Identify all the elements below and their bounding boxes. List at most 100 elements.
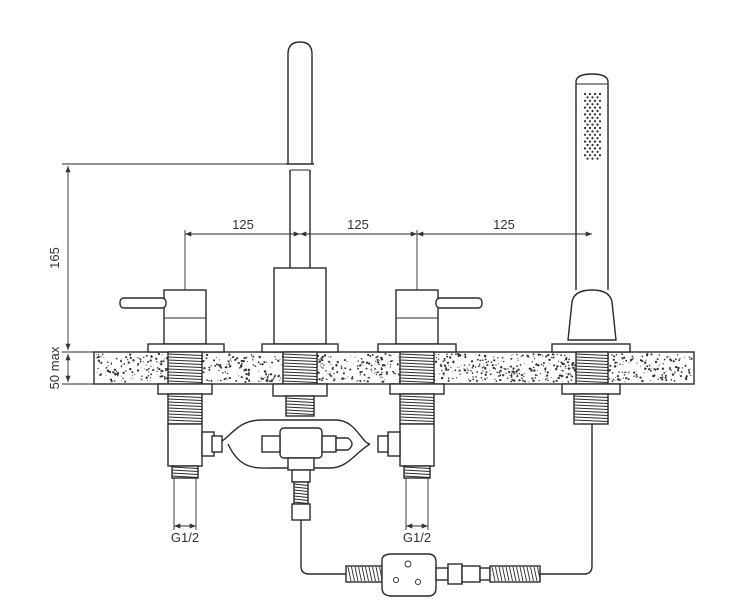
deck-speckle: [161, 354, 163, 356]
deck-speckle: [661, 378, 664, 381]
deck-speckle: [463, 355, 465, 357]
deck-speckle: [158, 368, 161, 371]
deck-speckle: [247, 372, 250, 374]
deck-speckle: [368, 376, 370, 379]
deck-speckle: [129, 356, 132, 360]
thread-line: [399, 365, 435, 368]
deck-speckle: [218, 359, 221, 361]
nozzle-dot: [583, 99, 587, 102]
thread-line: [575, 356, 609, 359]
deck-speckle: [215, 363, 218, 366]
thread-line: [282, 353, 318, 356]
deck-speckle: [482, 363, 484, 365]
nozzle-dot: [583, 147, 587, 150]
deck-speckle: [231, 360, 232, 362]
nozzle-dot: [596, 96, 599, 99]
deck-speckle: [130, 378, 132, 379]
nozzle-dot: [583, 154, 587, 157]
deck-speckle: [624, 381, 626, 383]
deck-speckle: [237, 361, 240, 365]
nozzle-dot: [596, 116, 599, 119]
deck-speckle: [515, 372, 517, 374]
deck-speckle: [361, 364, 363, 366]
deck-speckle: [150, 356, 153, 358]
deck-speckle: [129, 367, 132, 371]
deck-speckle: [147, 360, 149, 363]
shower-hose: [300, 424, 593, 597]
dimension-deck-thickness: 50 max: [47, 346, 62, 389]
nozzle-dot: [588, 113, 592, 116]
deck-speckle: [496, 371, 499, 373]
deck-speckle: [512, 369, 514, 371]
deck-speckle: [252, 364, 255, 366]
deck-speckle: [160, 363, 163, 366]
thread-line: [399, 401, 435, 404]
deck-speckle: [608, 377, 611, 380]
deck-speckle: [110, 380, 113, 383]
deck-speckle: [471, 366, 474, 369]
deck-speckle: [344, 378, 346, 380]
deck-speckle: [380, 373, 383, 376]
thread-line: [167, 395, 203, 398]
deck-speckle: [218, 369, 220, 372]
deck-speckle: [483, 354, 486, 357]
deck-speckle: [96, 372, 98, 373]
deck-speckle: [202, 371, 205, 374]
deck-speckle: [621, 353, 624, 356]
deck-speckle: [98, 353, 100, 356]
deck-speckle: [459, 373, 461, 375]
nozzle-dot: [591, 116, 594, 119]
thread-line: [285, 403, 315, 406]
nozzle-dot: [596, 137, 599, 140]
nozzle-dot: [583, 140, 587, 143]
deck-speckle: [435, 353, 437, 355]
deck-speckle: [554, 367, 558, 371]
deck-speckle: [263, 370, 267, 373]
deck-speckle: [625, 377, 628, 380]
deck-speckle: [140, 378, 142, 380]
deck-speckle: [215, 356, 217, 359]
deck-speckle: [544, 367, 547, 371]
deck-speckle: [656, 358, 659, 361]
hose-braid-line: [491, 566, 496, 582]
deck-speckle: [482, 370, 484, 372]
deck-speckle: [678, 374, 680, 376]
deck-speckle: [386, 373, 388, 375]
deck-speckle: [472, 376, 474, 378]
thread-line: [399, 359, 435, 362]
deck-speckle: [349, 368, 352, 371]
deck-speckle: [163, 358, 165, 360]
nozzle-dot: [598, 106, 602, 109]
deck-speckle: [464, 356, 467, 359]
deck-speckle: [544, 378, 547, 381]
thread-line: [399, 368, 435, 371]
deck-speckle: [541, 355, 544, 357]
nozzle-dot: [591, 157, 594, 160]
deck-speckle: [443, 375, 445, 377]
deck-speckle: [458, 369, 461, 372]
hose-braid-line: [512, 566, 517, 582]
deck-speckle: [537, 369, 539, 371]
deck-speckle: [480, 372, 483, 375]
deck-speckle: [640, 365, 642, 367]
deck-speckle: [651, 368, 652, 369]
deck-speckle: [532, 379, 535, 382]
deck-speckle: [163, 375, 166, 378]
shower-nozzles: [583, 92, 602, 160]
deck-speckle: [245, 373, 248, 375]
deck-speckle: [273, 377, 275, 379]
deck-speckle: [516, 365, 518, 368]
nozzle-dot: [586, 130, 589, 133]
deck-speckle: [633, 375, 635, 377]
deck-speckle: [361, 370, 363, 373]
deck-speckle: [537, 374, 539, 376]
deck-speckle: [164, 368, 167, 370]
deck-speckle: [559, 365, 562, 368]
deck-speckle: [131, 376, 133, 378]
thread-line: [282, 380, 318, 383]
hose-braid-line: [351, 566, 355, 582]
deck-speckle: [646, 354, 649, 357]
deck-speckle: [116, 372, 120, 375]
deck-speckle: [165, 369, 167, 372]
